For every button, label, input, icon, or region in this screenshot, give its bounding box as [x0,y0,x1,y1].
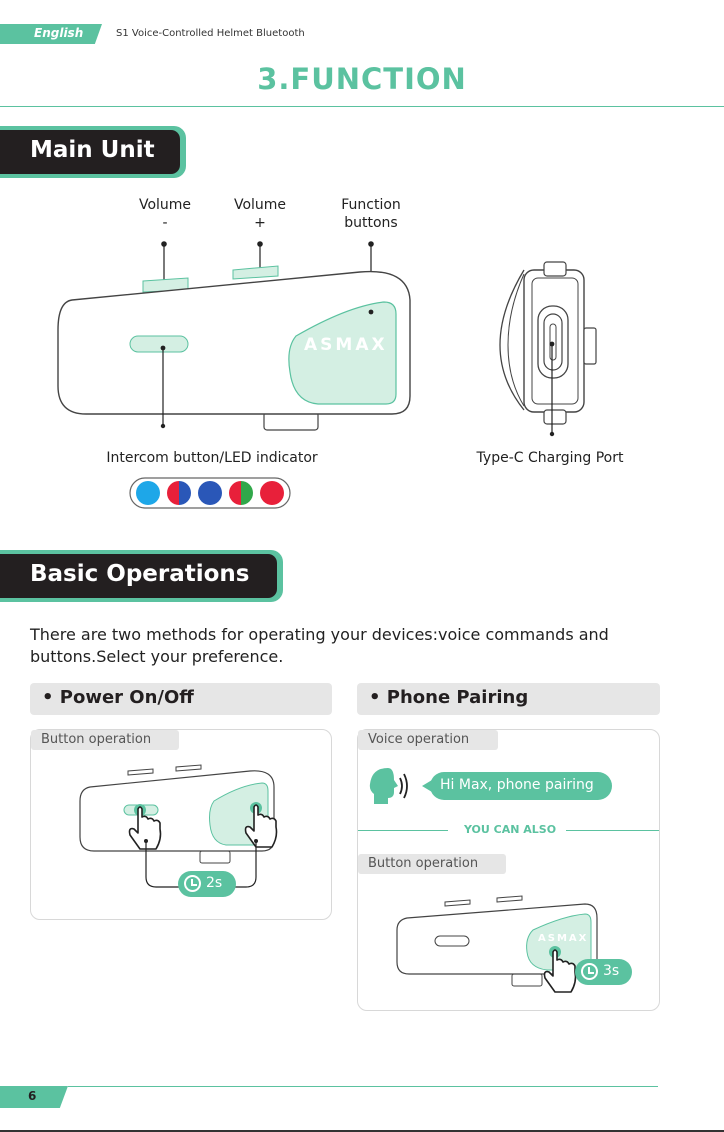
clock-icon [184,875,201,892]
led-dot-3 [198,481,222,505]
power-device-illustration [79,764,278,888]
pairing-section-title: • Phone Pairing [357,683,660,715]
intro-text: There are two methods for operating your… [30,625,609,666]
document-title: S1 Voice-Controlled Helmet Bluetooth [116,28,305,39]
pairing-device-illustration [396,895,598,993]
section-title: 3.FUNCTION [257,62,467,96]
voice-command-bubble: Hi Max, phone pairing [422,772,612,800]
volume-minus-label: Volume- [138,197,192,231]
pairing-voice-tag: Voice operation [358,730,498,750]
intercom-led-label: Intercom button/LED indicator [106,450,318,466]
clock-icon [581,963,598,980]
main-unit-heading-text: Main Unit [30,137,155,163]
footer-divider [68,1086,658,1087]
also-divider-right [566,830,659,831]
basic-operations-heading: Basic Operations [0,550,283,602]
power-section-title: • Power On/Off [30,683,332,715]
side-view-device [499,261,597,437]
led-dot-5 [260,481,284,505]
language-tag: English [0,24,102,44]
power-hold-time: 2s [178,871,236,897]
pairing-hold-time: 3s [575,959,632,985]
pairing-button-tag: Button operation [358,854,506,874]
power-button-tag: Button operation [31,730,179,750]
speaking-head-icon [369,768,408,804]
page-number-tag: 6 [0,1086,68,1108]
language-label: English [34,26,84,40]
type-c-port-label: Type-C Charging Port [476,450,624,466]
pairing-asmax-logo: ASMAX [538,933,589,944]
led-color-indicators [129,477,291,509]
you-can-also-text: YOU CAN ALSO [463,823,557,836]
header-divider [0,106,724,107]
basic-operations-heading-text: Basic Operations [30,561,250,587]
volume-plus-label: Volume+ [233,197,287,231]
led-dot-4 [229,481,253,505]
page-bottom-edge [0,1130,724,1132]
led-dot-1 [136,481,160,505]
main-unit-device [57,241,411,431]
page-number: 6 [28,1089,37,1103]
also-divider-left [358,830,448,831]
main-unit-heading: Main Unit [0,126,186,178]
led-dot-2 [167,481,191,505]
asmax-logo: ASMAX [304,335,388,355]
